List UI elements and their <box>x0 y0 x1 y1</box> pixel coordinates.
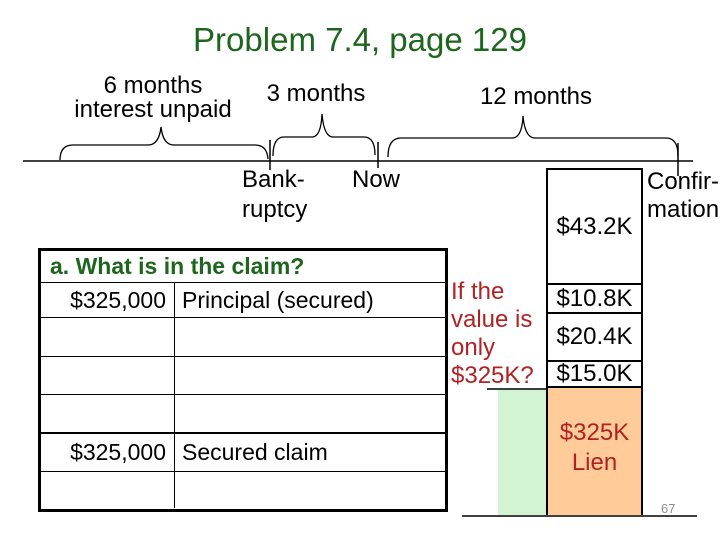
lien-box: $325K Lien <box>546 388 643 515</box>
lien-amount: $325K <box>559 418 630 446</box>
lien-label: $325K Lien <box>560 418 629 478</box>
row-description: Secured claim <box>182 439 328 465</box>
lien-word: Lien <box>571 448 618 476</box>
label-now: Now <box>352 166 401 193</box>
table-row: $325,000 Secured claim <box>41 432 445 471</box>
label-6-months-line1: 6 months <box>103 72 203 99</box>
label-12-months: 12 months <box>479 83 593 110</box>
value-question-annotation: If the value is only $325K? <box>451 278 561 390</box>
row-description <box>175 357 445 394</box>
equity-value-box <box>498 389 546 515</box>
row-amount: $325,000 <box>41 283 175 317</box>
label-bankruptcy: Bank- ruptcy <box>242 165 307 225</box>
claim-table-header: a. What is in the claim? <box>41 251 445 283</box>
brace-12-months-icon <box>387 115 679 158</box>
label-6-months-line2: interest unpaid <box>74 96 232 123</box>
claim-table: a. What is in the claim? $325,000 Princi… <box>38 248 448 512</box>
row-description: Principal (secured) <box>182 286 374 313</box>
label-confirmation-line2: mation <box>647 196 720 223</box>
annotation-line1: If the <box>451 278 505 305</box>
slide-title: Problem 7.4, page 129 <box>193 21 527 58</box>
row-amount: $325,000 <box>41 434 175 471</box>
row-description <box>175 472 445 508</box>
label-confirmation: Confir- mation <box>647 168 719 224</box>
label-6-months: 6 months interest unpaid <box>51 74 255 122</box>
stack-segment: $10.8K <box>548 283 641 312</box>
annotation-line3: only <box>451 334 496 361</box>
page-number: 67 <box>661 501 676 516</box>
brace-6-months-icon <box>59 126 269 161</box>
row-amount <box>41 357 175 394</box>
table-row <box>41 356 445 394</box>
row-amount <box>41 318 175 356</box>
stack-segment: $15.0K <box>548 360 641 387</box>
annotation-line2: value is <box>451 306 533 333</box>
annotation-line4: $325K? <box>451 362 534 389</box>
table-row: $325,000 Principal (secured) <box>41 283 445 317</box>
brace-3-months-icon <box>272 113 376 157</box>
table-row <box>41 471 445 508</box>
label-3-months: 3 months <box>266 80 366 107</box>
stack-segment-label: $15.0K <box>556 360 633 387</box>
label-bankruptcy-line2: ruptcy <box>242 196 308 223</box>
row-description <box>175 318 445 356</box>
table-row <box>41 394 445 432</box>
stack-segment-label: $10.8K <box>556 284 633 312</box>
stack-segment-label: $20.4K <box>556 323 633 350</box>
table-row <box>41 317 445 356</box>
stack-segment-label: $43.2K <box>556 212 633 240</box>
stack-segment: $43.2K <box>548 170 641 283</box>
value-stack: $43.2K $10.8K $20.4K $15.0K <box>546 168 643 388</box>
row-amount <box>41 472 175 508</box>
stack-segment: $20.4K <box>548 312 641 360</box>
label-bankruptcy-line1: Bank- <box>242 166 305 193</box>
row-amount <box>41 395 175 432</box>
row-description <box>175 395 445 432</box>
label-confirmation-line1: Confir- <box>647 168 720 195</box>
